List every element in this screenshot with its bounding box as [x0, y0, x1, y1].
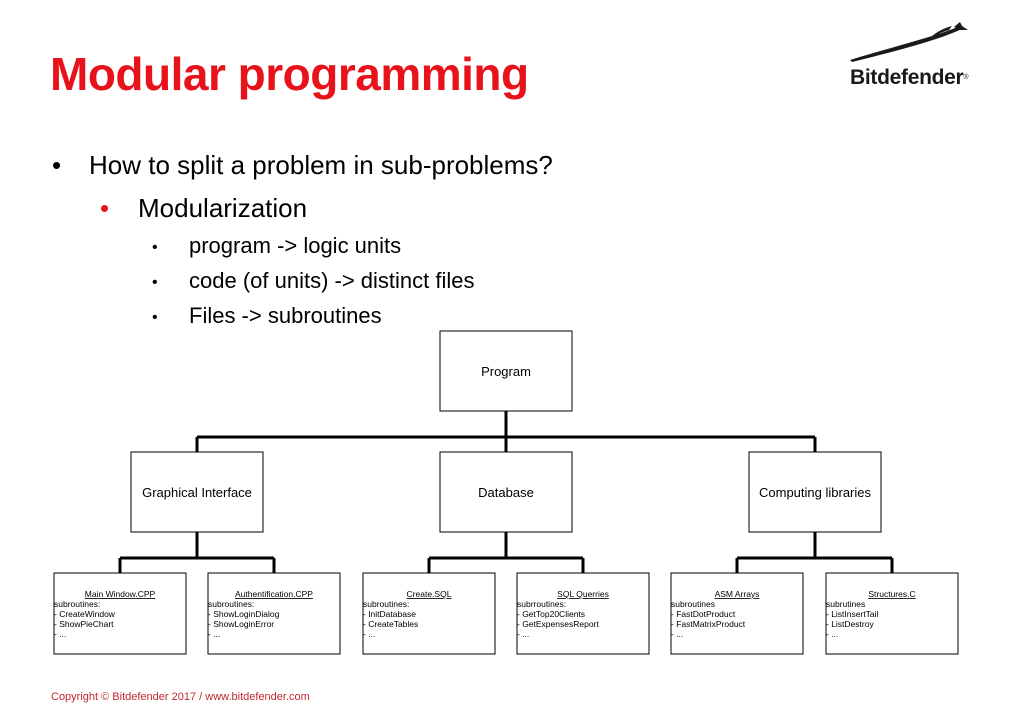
bitdefender-logo: Bitdefender® [846, 22, 976, 92]
leaf-line: - ... [517, 629, 529, 639]
leaf-title: SQL Querries [557, 589, 609, 599]
leaf-line: - ShowLoginDialog [208, 609, 280, 619]
bullet-text: Modularization [138, 193, 308, 223]
leaf-line: subrroutines: [517, 599, 566, 609]
leaf-node-box [516, 572, 650, 655]
bullet-text: program -> logic units [189, 233, 402, 258]
leaf-line: subroutines [671, 599, 715, 609]
leaf-title: Structures.C [868, 589, 915, 599]
leaf-line: - ... [671, 629, 683, 639]
leaf-line: - CreateWindow [54, 609, 116, 619]
leaf-node-box [207, 572, 341, 655]
leaf-line: subroutines: [54, 599, 100, 609]
group-node-box [130, 451, 264, 533]
group-node-label: Database [478, 485, 534, 500]
leaf-node-box [825, 572, 959, 655]
bullet-text: How to split a problem in sub-problems? [89, 150, 553, 180]
slide-title: Modular programming [50, 48, 529, 100]
group-node-box [439, 451, 573, 533]
bullet-dot: • [152, 274, 158, 291]
leaf-line: - ListDestroy [826, 619, 874, 629]
group-node-label: Graphical Interface [142, 485, 252, 500]
leaf-line: - ... [54, 629, 66, 639]
leaf-line: - FastDotProduct [671, 609, 736, 619]
leaf-line: - FastMatrixProduct [671, 619, 746, 629]
leaf-line: - ListInsertTail [826, 609, 879, 619]
leaf-line: - ShowLoginError [208, 619, 274, 629]
leaf-line: - InitDatabase [363, 609, 416, 619]
logo-wordmark: Bitdefender® [850, 66, 969, 89]
leaf-node-box [670, 572, 804, 655]
bullet-dot: • [52, 150, 62, 180]
wolf-swoosh-icon [850, 22, 968, 62]
root-connectors [195, 411, 817, 452]
bullet-dot: • [152, 309, 158, 326]
bullet-text: code (of units) -> distinct files [189, 268, 475, 293]
leaf-line: - ... [208, 629, 220, 639]
root-node-label: Program [481, 364, 531, 379]
group-node-label: Computing libraries [759, 485, 871, 500]
leaf-title: Create.SQL [407, 589, 452, 599]
leaf-line: subroutines: [208, 599, 254, 609]
leaf-title: Main Window.CPP [85, 589, 156, 599]
leaf-line: - ShowPieChart [54, 619, 114, 629]
bullet-dot-red: • [100, 193, 110, 223]
leaf-line: - GetTop20Clients [517, 609, 585, 619]
leaf-line: - ... [826, 629, 838, 639]
leaf-line: - GetExpensesReport [517, 619, 599, 629]
leaf-title: ASM Arrays [715, 589, 760, 599]
copyright-footer: Copyright © Bitdefender 2017 / www.bitde… [51, 691, 310, 703]
bullet-dot: • [152, 239, 158, 256]
bullet-text: Files -> subroutines [189, 303, 382, 328]
leaf-title: Authentification.CPP [235, 589, 313, 599]
leaf-line: - ... [363, 629, 375, 639]
leaf-line: subroutines: [363, 599, 409, 609]
leaf-line: subrutines [826, 599, 865, 609]
leaf-node-box [362, 572, 496, 655]
leaf-node-box [53, 572, 187, 655]
leaf-line: - CreateTables [363, 619, 418, 629]
group-connectors [118, 532, 894, 573]
